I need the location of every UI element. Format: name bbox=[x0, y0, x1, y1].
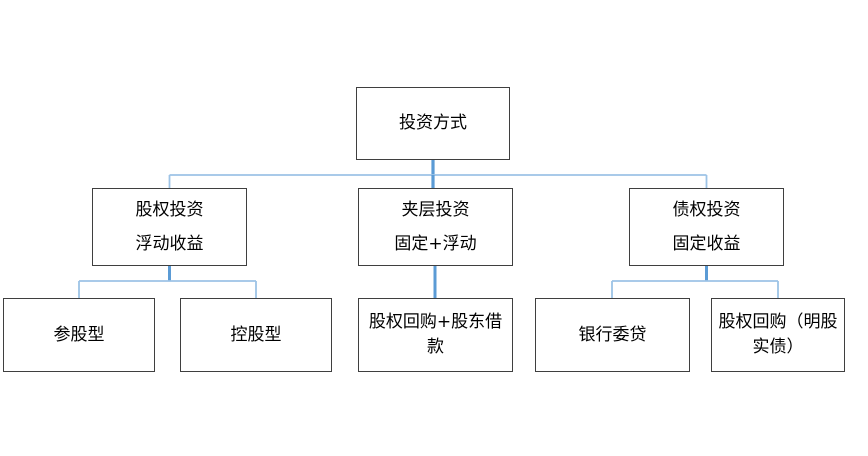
node-minority-stake[interactable]: 参股型 bbox=[3, 298, 155, 372]
node-buyback-debt-in-equity[interactable]: 股权回购（明股实债） bbox=[711, 298, 845, 372]
node-label: 参股型 bbox=[53, 324, 105, 345]
node-label: 股权回购（明股实债） bbox=[718, 312, 838, 357]
node-bank-entrusted-loan[interactable]: 银行委贷 bbox=[535, 298, 690, 372]
node-label-primary: 夹层投资 bbox=[401, 199, 470, 220]
node-label-primary: 债权投资 bbox=[672, 199, 741, 220]
node-label-secondary: 固定收益 bbox=[672, 234, 741, 254]
node-debt-investment[interactable]: 债权投资 固定收益 bbox=[629, 188, 784, 266]
node-label-secondary: 浮动收益 bbox=[135, 234, 204, 254]
node-label: 投资方式 bbox=[399, 113, 467, 134]
node-label: 银行委贷 bbox=[578, 324, 647, 345]
node-investment-method[interactable]: 投资方式 bbox=[356, 87, 510, 160]
node-label: 控股型 bbox=[230, 324, 282, 345]
node-buyback-shareholder-loan[interactable]: 股权回购+股东借款 bbox=[358, 298, 513, 372]
node-equity-investment[interactable]: 股权投资 浮动收益 bbox=[92, 188, 247, 266]
node-mezzanine-investment[interactable]: 夹层投资 固定+浮动 bbox=[358, 188, 513, 266]
node-controlling-stake[interactable]: 控股型 bbox=[180, 298, 332, 372]
node-label-secondary: 固定+浮动 bbox=[394, 234, 477, 254]
node-label-primary: 股权投资 bbox=[135, 199, 204, 220]
node-label: 股权回购+股东借款 bbox=[368, 312, 503, 357]
